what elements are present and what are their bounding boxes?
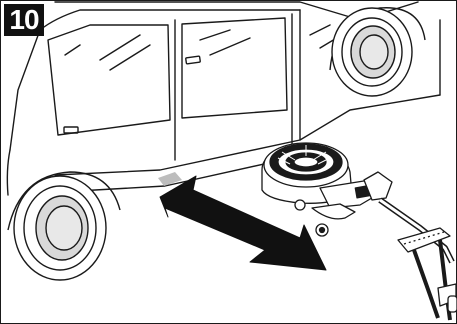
rear-wheel-icon [329, 7, 426, 97]
step-number-badge: 10 [4, 4, 44, 36]
jacking-point-marker [158, 172, 182, 186]
double-headed-arrow-icon [159, 175, 327, 271]
trolley-jack-icon [261, 142, 457, 321]
front-wheel-icon [7, 171, 121, 281]
